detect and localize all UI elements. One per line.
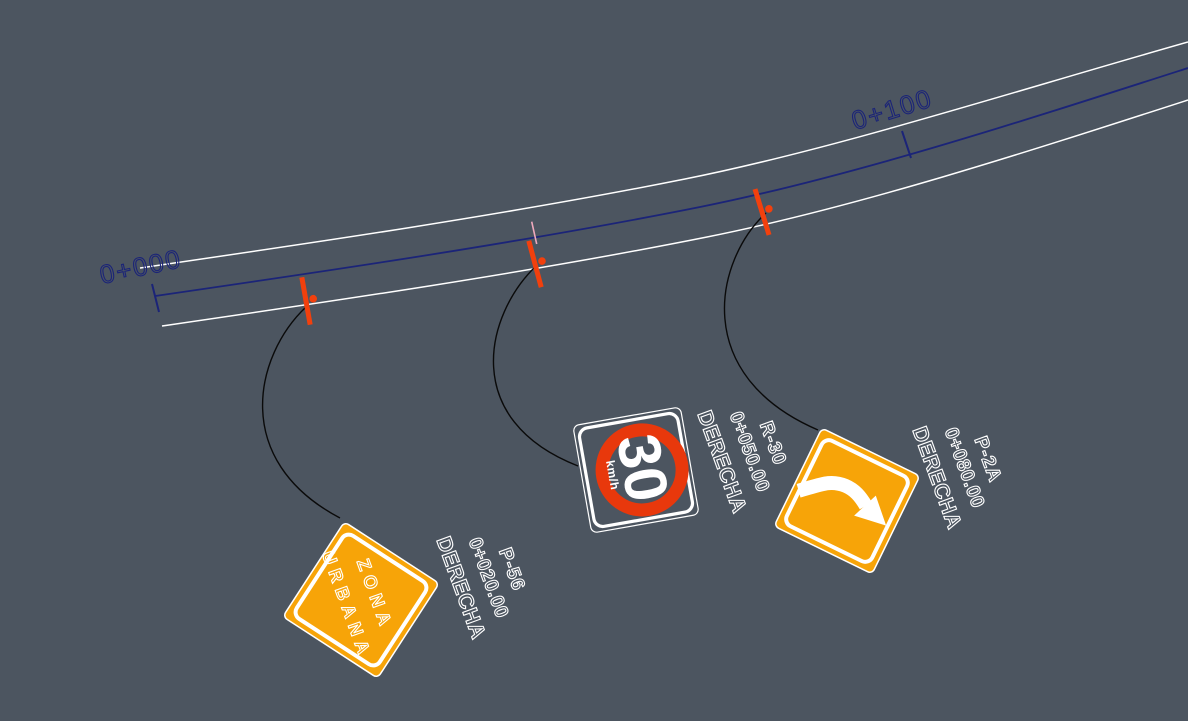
sign-panel xyxy=(284,523,438,677)
alignment-centerline[interactable] xyxy=(154,67,1188,297)
sign-marker-p2a[interactable] xyxy=(752,186,780,236)
station-tick-100 xyxy=(901,130,912,159)
curve-arrow-head xyxy=(854,495,887,526)
road-edge-line-lower[interactable] xyxy=(161,99,1188,327)
curve-arrow-icon xyxy=(796,475,872,510)
station-tick-start xyxy=(151,283,160,313)
leader-line-r30[interactable] xyxy=(492,265,579,467)
marker-bar xyxy=(752,188,772,236)
sign-location-markers[interactable] xyxy=(299,186,780,326)
station-offset-tick xyxy=(530,221,538,245)
sign-p56-zona-urbana[interactable]: ZONA URBANA xyxy=(279,520,442,681)
road-edge-line-upper[interactable] xyxy=(139,41,1188,269)
sign-inner-border xyxy=(784,438,910,564)
marker-node xyxy=(765,205,773,213)
speed-units: km/h xyxy=(603,459,622,491)
marker-node xyxy=(309,294,318,303)
sign-marker-p56[interactable] xyxy=(299,275,321,326)
sign-marker-r30[interactable] xyxy=(526,238,552,288)
road-alignment[interactable]: 0+000 0+100 xyxy=(96,41,1188,327)
sign-inner-border xyxy=(293,532,429,668)
marker-node xyxy=(538,257,546,265)
marker-bar xyxy=(299,276,313,326)
marker-bar xyxy=(526,240,544,288)
sign-r30-speed-limit[interactable]: 30 km/h xyxy=(573,407,699,533)
station-label-0+000[interactable]: 0+000 xyxy=(96,243,185,291)
leader-line-p2a[interactable] xyxy=(723,212,819,431)
label-p56[interactable]: P-56 0+020.00 DERECHA xyxy=(431,515,540,643)
sign-p2a-curve-right[interactable] xyxy=(774,428,920,574)
leader-line-p56[interactable] xyxy=(261,306,341,519)
leader-lines[interactable] xyxy=(261,212,819,519)
speed-value: 30 xyxy=(604,429,682,506)
label-r30[interactable]: R-30 0+050.00 DERECHA xyxy=(692,389,801,517)
sign-outer-edge xyxy=(573,407,699,533)
label-p2a[interactable]: P-2A 0+080.00 DERECHA xyxy=(907,405,1016,533)
speed-ring xyxy=(595,423,689,517)
